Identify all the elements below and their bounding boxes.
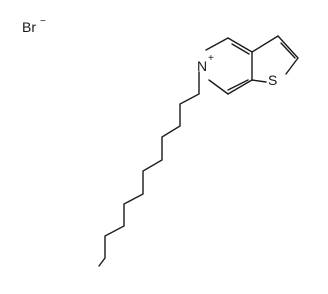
bond-c4-n [208, 79, 229, 95]
bond-c3-c4 [227, 79, 253, 95]
bromide-charge: − [40, 16, 46, 27]
bond-s-c3 [251, 79, 267, 83]
sulfur-label: S [268, 72, 277, 88]
bond-c1-c2 [227, 37, 253, 53]
thiophene-ring [251, 35, 299, 83]
dodecyl-chain [98, 71, 200, 267]
bond-c5-c6-double [280, 42, 296, 59]
bromide-label: Br [22, 19, 36, 35]
pyridinium-ring [205, 37, 253, 95]
bond-c5-c6 [277, 35, 299, 59]
bond-c3-c4-double [227, 79, 249, 91]
nitrogen-charge: + [208, 53, 214, 64]
nitrogen-label: N [197, 58, 207, 74]
bond-n-c1 [205, 37, 229, 51]
bond-c2-c5 [251, 35, 279, 53]
bond-c1-c2-double [231, 43, 250, 55]
bond-c6-s [285, 57, 299, 75]
